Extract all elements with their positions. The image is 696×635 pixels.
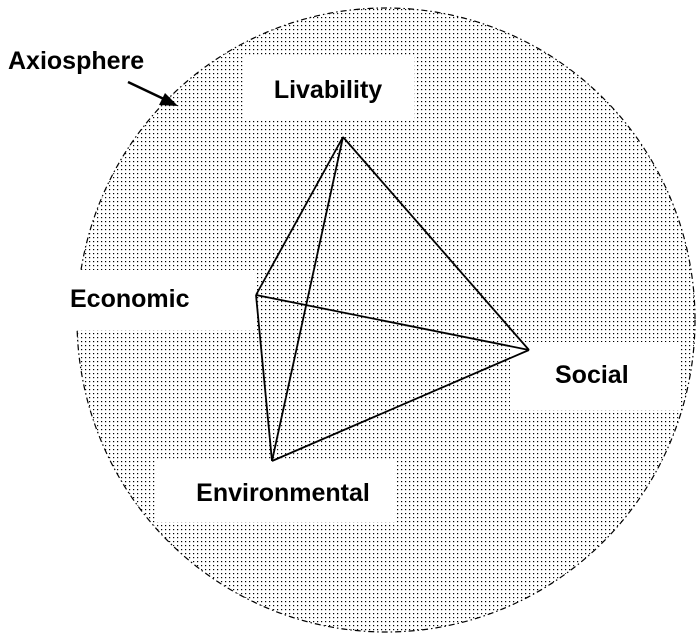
tetrahedron	[255, 136, 530, 462]
edge-livability-environmental	[271, 136, 344, 462]
label-box-environmental	[155, 460, 395, 522]
vertex-label-social: Social	[555, 361, 629, 389]
edge-economic-environmental	[255, 294, 273, 462]
edge-livability-social	[342, 136, 530, 351]
label-box-economic	[55, 270, 255, 330]
axiosphere-label: Axiosphere	[8, 47, 144, 75]
edge-economic-social	[255, 294, 530, 351]
vertex-label-environmental: Environmental	[196, 479, 370, 507]
label-box-livability	[244, 57, 414, 119]
vertex-label-economic: Economic	[70, 285, 190, 313]
axiosphere-arrow	[127, 80, 178, 106]
label-box-social	[510, 342, 680, 410]
edge-livability-economic	[255, 136, 344, 296]
vertex-label-livability: Livability	[274, 76, 382, 104]
edge-social-environmental	[271, 349, 530, 462]
